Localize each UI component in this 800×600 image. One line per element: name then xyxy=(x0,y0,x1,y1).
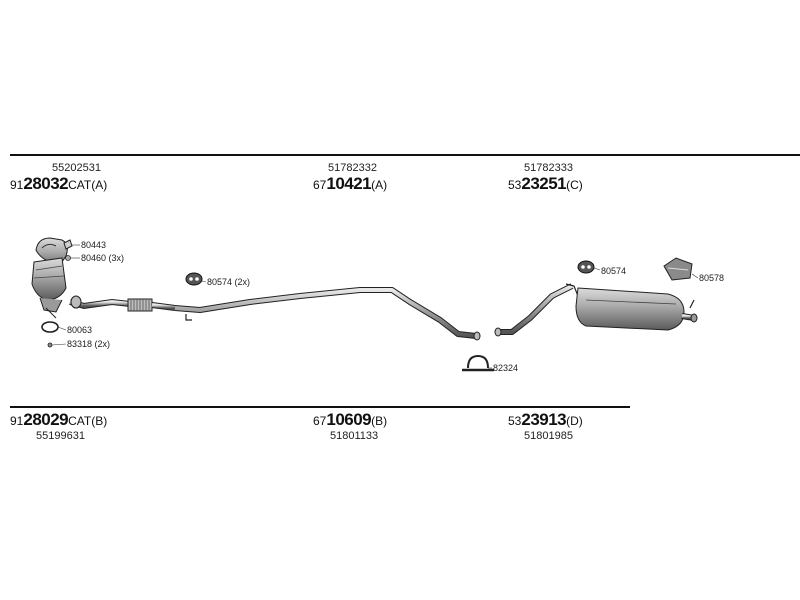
part-ref-top-right: 51782333 xyxy=(524,162,573,174)
callout-80574-a: 80574 (2x) xyxy=(207,277,251,287)
leader-lines xyxy=(51,244,699,369)
clamp-82324[interactable] xyxy=(462,354,494,372)
part-code-suffix: CAT(A) xyxy=(68,178,108,192)
part-code-prefix: 91 xyxy=(10,414,24,428)
catalytic-converter[interactable] xyxy=(31,237,68,319)
nut-80460[interactable] xyxy=(65,255,71,261)
callout-83318: 83318 (2x) xyxy=(67,339,111,349)
front-pipe[interactable] xyxy=(69,295,176,312)
rubber-hanger-80578[interactable] xyxy=(663,257,693,281)
part-ref-bottom-right: 51801985 xyxy=(524,430,573,442)
part-code-prefix: 67 xyxy=(313,414,327,428)
callout-80578: 80578 xyxy=(699,273,725,283)
part-code-bottom-left[interactable]: 9128029CAT(B) xyxy=(10,410,107,431)
top-separator-line xyxy=(10,154,800,156)
part-code-suffix: (A) xyxy=(371,178,388,192)
part-code-prefix: 53 xyxy=(508,178,522,192)
part-code-suffix: (B) xyxy=(371,414,388,428)
part-code-main: 10421 xyxy=(326,174,372,193)
callout-80063: 80063 xyxy=(67,325,93,335)
part-code-suffix: CAT(B) xyxy=(68,414,108,428)
rear-silencer[interactable] xyxy=(494,283,698,337)
part-code-bottom-middle[interactable]: 6710609(B) xyxy=(313,410,387,431)
part-ref-bottom-left: 55199631 xyxy=(36,430,85,442)
gasket-80063[interactable] xyxy=(41,321,59,333)
callout-82324: 82324 xyxy=(493,363,519,373)
rubber-hanger-80574-a[interactable] xyxy=(185,272,203,286)
callout-80574-b: 80574 xyxy=(601,266,627,276)
part-ref-bottom-middle: 51801133 xyxy=(330,430,379,442)
part-code-suffix: (C) xyxy=(566,178,583,192)
part-ref-top-middle: 51782332 xyxy=(328,162,377,174)
part-code-top-right[interactable]: 5323251(C) xyxy=(508,174,583,195)
center-pipe[interactable] xyxy=(174,287,481,341)
part-code-main: 28032 xyxy=(23,174,69,193)
part-code-main: 28029 xyxy=(23,410,69,429)
part-code-bottom-right[interactable]: 5323913(D) xyxy=(508,410,583,431)
callout-80460: 80460 (3x) xyxy=(81,253,125,263)
part-code-top-middle[interactable]: 6710421(A) xyxy=(313,174,387,195)
part-code-main: 23913 xyxy=(521,410,567,429)
part-code-top-left[interactable]: 9128032CAT(A) xyxy=(10,174,107,195)
part-code-main: 10609 xyxy=(326,410,372,429)
part-code-prefix: 91 xyxy=(10,178,24,192)
part-code-prefix: 53 xyxy=(508,414,522,428)
bottom-separator-line xyxy=(10,406,630,408)
rubber-hanger-80574-b[interactable] xyxy=(577,260,595,274)
part-code-main: 23251 xyxy=(521,174,567,193)
part-ref-top-left: 55202531 xyxy=(52,162,101,174)
bolt-83318[interactable] xyxy=(47,342,53,348)
part-code-suffix: (D) xyxy=(566,414,583,428)
callout-80443: 80443 xyxy=(81,240,107,250)
part-code-prefix: 67 xyxy=(313,178,327,192)
gasket-80443[interactable] xyxy=(63,239,73,250)
